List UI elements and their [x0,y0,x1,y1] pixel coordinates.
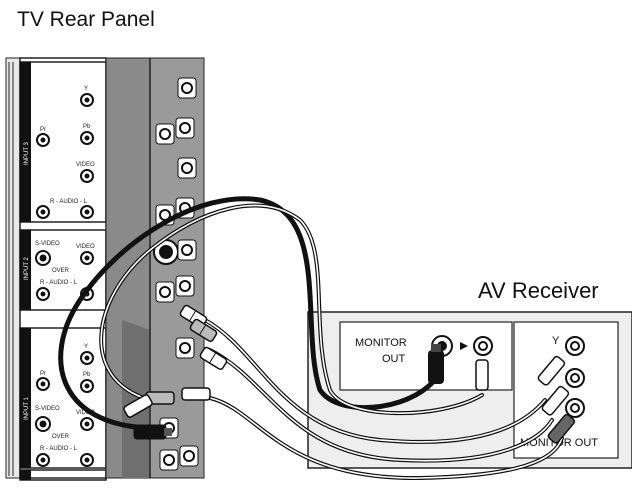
input3-video-text: VIDEO [76,162,95,168]
svideo-cable [58,196,443,431]
input2-video-text: VIDEO [76,244,95,250]
column-jack [179,445,199,467]
input2-over-text: OVER [52,268,70,274]
tv-input-jacks [35,93,94,467]
tv-input-text: Y Pr Pb VIDEO R - AUDIO - L S-VIDEO VIDE… [35,86,95,452]
input3-y-text: Y [84,86,88,92]
receiver-pr-jack [565,398,585,418]
receiver-video-jack [473,336,493,356]
receiver-svideo-plug [428,344,444,384]
input2-svideo-jack [35,250,51,266]
component-y-label: Y [552,335,560,347]
input3-pr-jack [36,133,50,147]
input3-pb-jack [80,131,94,145]
column-jack [177,77,197,99]
receiver-pb-jack [565,368,585,388]
receiver-video-plug [475,359,489,391]
input1-pb-jack [80,379,94,393]
receiver-y-plug [537,355,566,386]
input2-label: INPUT 2 [24,256,30,280]
av-receiver-title: AV Receiver [478,278,599,303]
input2-audio-text: R - AUDIO - L [40,280,78,286]
input1-pr-text: Pr [40,371,46,377]
receiver-y-jack [565,336,585,356]
input1-y-text: Y [84,344,88,350]
input1-pr-jack [36,377,50,391]
input3-audio-r-jack [36,205,50,219]
input2-video-jack [80,251,94,265]
column-jack [175,337,195,359]
receiver-pb-plug [541,385,570,416]
input1-y-jack [80,351,94,365]
tv-rear-panel-title: TV Rear Panel [17,8,155,31]
column-jack [155,281,175,303]
input1-pb-text: Pb [83,372,91,378]
input3-pr-text: Pr [40,127,46,133]
tv-plugs [123,304,228,440]
column-jack [175,275,195,297]
cables [58,196,564,481]
receiver-jacks [431,335,585,418]
input2-svideo-text: S-VIDEO [35,241,60,247]
column-jack [159,449,179,471]
input1-audio-r-jack [36,453,50,467]
input3-pb-text: Pb [83,124,91,130]
input3-y-jack [80,93,94,107]
column-jack [155,123,175,145]
monitor-out-line1: MONITOR [355,337,407,349]
arrow-icon [460,342,468,350]
receiver-plugs [428,344,576,444]
input1-video-text: VIDEO [76,410,95,416]
tv-input-block: INPUT 3 INPUT 2 INPUT 1 [19,57,107,481]
column-jack [177,157,197,179]
plug [123,394,153,418]
tv-grey-column [105,57,205,479]
input1-svideo-jack [35,416,51,432]
tv-left-strip [5,57,21,479]
column-jack [177,239,197,261]
input1-audio-text: R - AUDIO - L [40,446,78,452]
input1-audio-l-jack [80,453,94,467]
input1-svideo-text: S-VIDEO [35,406,60,412]
monitor-out-line2: OUT [382,353,406,365]
svideo-plug [133,424,172,440]
input3-audio-l-jack [80,205,94,219]
plug [199,346,228,371]
input3-label: INPUT 3 [24,141,30,165]
column-jack [175,117,195,139]
input3-video-jack [80,169,94,183]
input1-over-text: OVER [52,434,70,440]
plug [189,318,218,343]
receiver-pr-plug [547,413,576,444]
input3-audio-text: R - AUDIO - L [50,199,88,205]
input2-audio-r-jack [36,287,50,301]
input1-label: INPUT 1 [24,396,30,420]
input1-video-jack [80,417,94,431]
plug [181,387,211,401]
